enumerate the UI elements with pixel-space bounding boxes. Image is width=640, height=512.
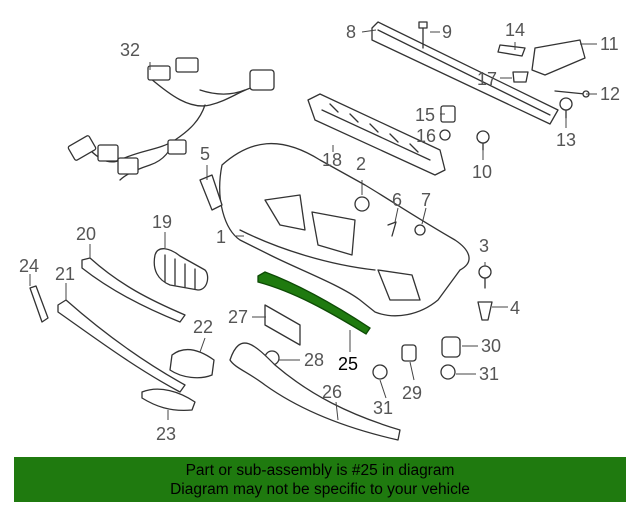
bracket-11 xyxy=(531,39,586,76)
callout-23: 23 xyxy=(156,424,176,444)
clip-3 xyxy=(478,265,492,289)
fog-trim-22 xyxy=(169,348,215,379)
ring-31b xyxy=(440,364,456,380)
impact-bar xyxy=(371,21,559,125)
callout-4: 4 xyxy=(510,298,520,318)
sensor-29 xyxy=(401,344,417,362)
lower-grille-21 xyxy=(57,299,186,393)
callout-26: 26 xyxy=(322,382,342,402)
bumper-cover xyxy=(219,142,470,317)
callout-13: 13 xyxy=(556,130,576,150)
bolt-12 xyxy=(554,90,590,98)
callout-14: 14 xyxy=(505,20,525,40)
callout-15: 15 xyxy=(415,105,435,125)
info-banner: Part or sub-assembly is #25 in diagram D… xyxy=(14,457,626,502)
callout-6: 6 xyxy=(392,190,402,210)
callout-8: 8 xyxy=(346,22,356,42)
callout-7: 7 xyxy=(421,190,431,210)
fog-trim-23 xyxy=(141,388,196,412)
sensor-30 xyxy=(441,336,461,358)
callout-16: 16 xyxy=(416,126,436,146)
bracket-14 xyxy=(497,44,526,57)
callout-31a: 31 xyxy=(373,398,393,418)
ring-31a xyxy=(372,364,388,380)
nut-10 xyxy=(476,130,490,151)
clip-7 xyxy=(414,224,426,236)
lower-trim-26 xyxy=(229,342,401,441)
kidney-grille xyxy=(153,248,209,291)
callout-17: 17 xyxy=(477,69,497,89)
callout-21: 21 xyxy=(55,264,75,284)
callout-31b: 31 xyxy=(479,364,499,384)
callout-25: 25 xyxy=(338,354,358,374)
callout-30: 30 xyxy=(481,336,501,356)
callout-11: 11 xyxy=(600,34,619,54)
callout-19: 19 xyxy=(152,212,172,232)
callout-5: 5 xyxy=(200,144,210,164)
clip-4 xyxy=(477,301,493,321)
bolt-9 xyxy=(418,21,428,49)
clip-17 xyxy=(512,71,529,83)
callout-3: 3 xyxy=(479,236,489,256)
callout-10: 10 xyxy=(472,162,492,182)
clip-2 xyxy=(354,196,370,212)
callout-29: 29 xyxy=(402,383,422,403)
callout-28: 28 xyxy=(304,350,324,370)
callout-32: 32 xyxy=(120,40,140,60)
callout-18: 18 xyxy=(322,150,342,170)
callout-12: 12 xyxy=(600,84,620,104)
banner-line-1: Part or sub-assembly is #25 in diagram xyxy=(185,462,455,479)
lower-grille-20 xyxy=(81,257,186,323)
callout-27: 27 xyxy=(228,307,248,327)
energy-absorber xyxy=(307,93,446,176)
callout-1: 1 xyxy=(216,227,226,247)
callout-24: 24 xyxy=(19,256,39,276)
callout-9: 9 xyxy=(442,22,452,42)
part-25-highlighted xyxy=(257,271,371,335)
callout-2: 2 xyxy=(356,154,366,174)
banner-line-2: Diagram may not be specific to your vehi… xyxy=(170,481,470,498)
callout-22: 22 xyxy=(193,317,213,337)
bracket-6 xyxy=(387,221,397,237)
callout-20: 20 xyxy=(76,224,96,244)
trim-24 xyxy=(29,285,49,323)
clip-16 xyxy=(439,129,451,141)
callout-labels: 1 2 3 4 5 6 7 8 9 10 11 12 13 14 15 16 1… xyxy=(19,20,620,444)
wiring-harness xyxy=(67,57,275,181)
clip-13 xyxy=(559,97,573,119)
leader-lines xyxy=(29,29,597,421)
bracket-5 xyxy=(199,174,223,211)
plate-27 xyxy=(264,304,301,346)
